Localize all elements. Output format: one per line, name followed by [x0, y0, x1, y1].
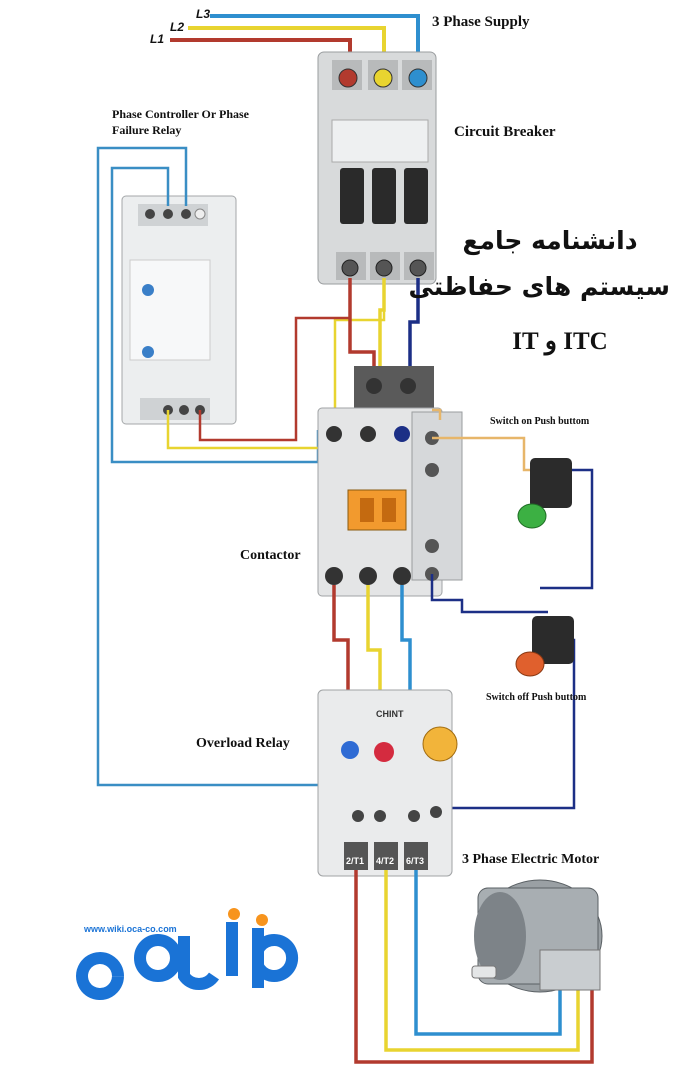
phase-label-l2: L2 — [170, 20, 185, 34]
oca-logo-accent — [228, 908, 268, 926]
phase-label-l3: L3 — [196, 7, 211, 21]
supply-label: 3 Phase Supply — [432, 14, 530, 30]
circuit-breaker — [317, 51, 437, 285]
phase-label-l1: L1 — [150, 32, 165, 46]
overload-label: Overload Relay — [196, 736, 290, 751]
switch-on-button — [517, 458, 572, 529]
phase-relay-label-line2: Failure Relay — [112, 123, 182, 137]
brand-url: www.wiki.oca-co.com — [84, 924, 177, 934]
oca-logo — [76, 922, 299, 1001]
overload-terminal-label: 4/T2 — [376, 856, 394, 866]
persian-title-line3: ITC و IT — [512, 328, 608, 355]
switch-on-label: Switch on Push buttom — [490, 416, 590, 427]
contactor-overload-wires — [332, 585, 412, 690]
motor-label: 3 Phase Electric Motor — [462, 852, 600, 867]
phase-relay-label-line1: Phase Controller Or Phase — [112, 107, 249, 121]
overload-terminal-label: 6/T3 — [406, 856, 424, 866]
overload-relay: CHINT — [317, 689, 458, 877]
overload-terminal-label: 2/T1 — [346, 856, 364, 866]
electric-motor — [471, 879, 603, 993]
switch-off-label: Switch off Push buttom — [486, 692, 587, 703]
persian-title-line1: دانشنامه جامع — [462, 226, 638, 255]
switch-off-button — [515, 616, 574, 677]
motor-wires — [354, 870, 594, 1064]
breaker-label: Circuit Breaker — [454, 124, 556, 140]
contactor — [317, 366, 463, 597]
persian-title-line2: سیستم های حفاظتی — [408, 272, 670, 301]
contactor-label: Contactor — [240, 548, 301, 563]
phase-relay — [121, 195, 237, 425]
phase-relay-label: Phase Controller Or Phase Failure Relay — [112, 106, 249, 138]
overload-brand: CHINT — [376, 709, 404, 719]
